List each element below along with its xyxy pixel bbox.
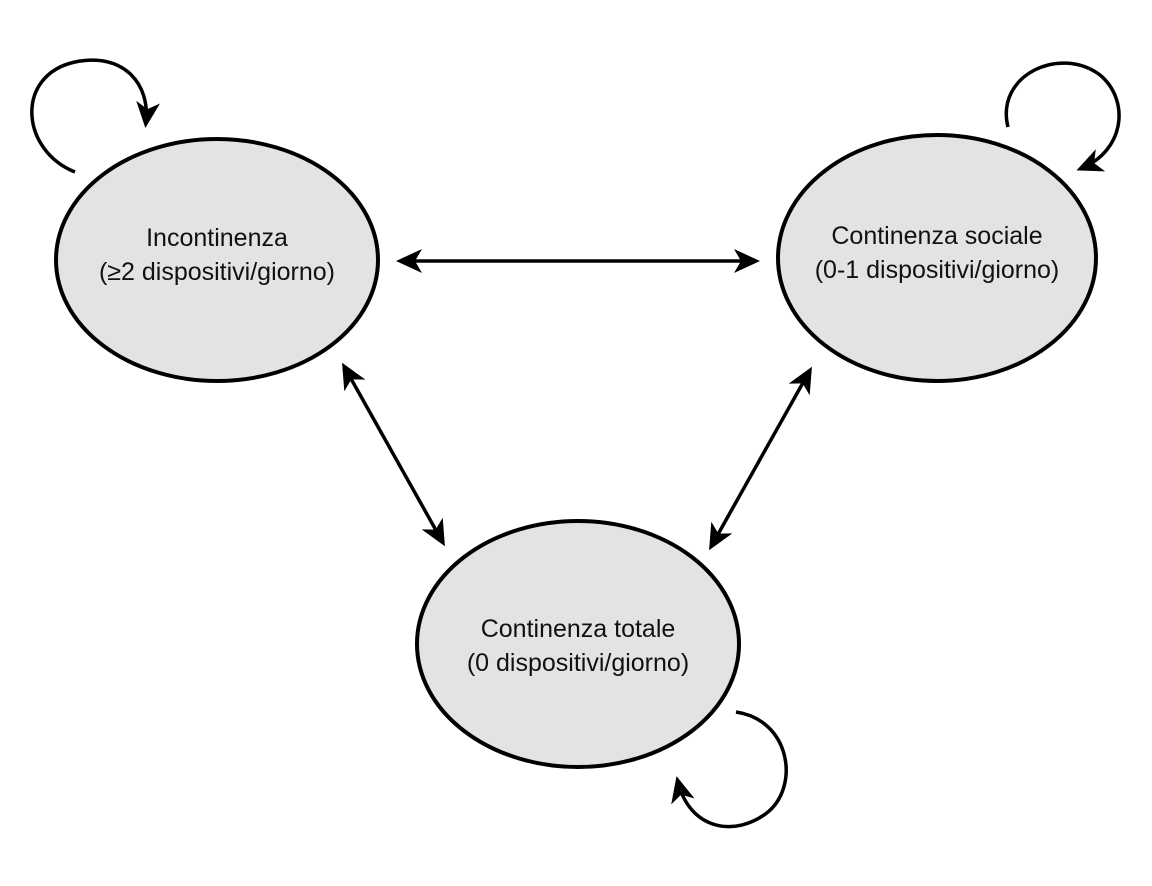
state-title-continenza-sociale: Continenza sociale <box>831 222 1042 250</box>
state-node-continenza-sociale <box>776 133 1098 383</box>
state-node-incontinenza <box>54 137 380 383</box>
state-title-incontinenza: Incontinenza <box>146 224 288 252</box>
state-title-continenza-totale: Continenza totale <box>481 615 676 643</box>
state-subtitle-incontinenza: (≥2 dispositivi/giorno) <box>99 258 335 286</box>
state-node-continenza-totale <box>415 519 741 769</box>
transition-continenza-sociale-continenza-totale <box>709 366 812 551</box>
state-incontinenza: Incontinenza (≥2 dispositivi/giorno) <box>54 137 380 383</box>
state-continenza-sociale: Continenza sociale (0-1 dispositivi/gior… <box>776 133 1098 383</box>
transition-incontinenza-continenza-totale <box>342 362 445 547</box>
self-loop-incontinenza <box>30 58 161 174</box>
self-loop-continenza-sociale <box>1004 61 1121 172</box>
state-subtitle-continenza-totale: (0 dispositivi/giorno) <box>467 649 689 677</box>
self-loop-continenza-totale <box>671 710 788 829</box>
state-subtitle-continenza-sociale: (0-1 dispositivi/giorno) <box>815 256 1060 284</box>
state-continenza-totale: Continenza totale (0 dispositivi/giorno) <box>415 519 741 769</box>
